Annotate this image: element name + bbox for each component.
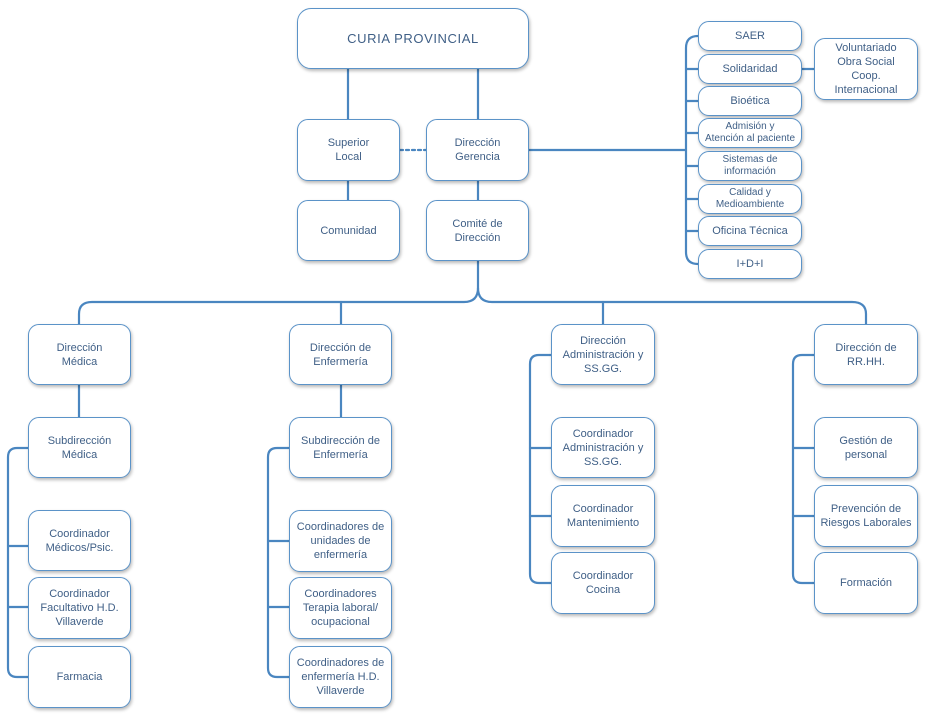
node-gestion-personal: Gestión de personal <box>814 417 918 478</box>
node-calidad-medioambiente: Calidad y Medioambiente <box>698 184 802 214</box>
node-formacion: Formación <box>814 552 918 614</box>
node-oficina-tecnica: Oficina Técnica <box>698 216 802 246</box>
node-direccion-administracion: Dirección Administración y SS.GG. <box>551 324 655 385</box>
node-subdireccion-medica: Subdirección Médica <box>28 417 131 478</box>
node-comite-direccion: Comité de Dirección <box>426 200 529 261</box>
node-solidaridad: Solidaridad <box>698 54 802 84</box>
node-coord-unidades: Coordinadores de unidades de enfermería <box>289 510 392 572</box>
node-coord-medicos: Coordinador Médicos/Psic. <box>28 510 131 571</box>
node-coord-enfermeria-hd: Coordinadores de enfermería H.D. Villave… <box>289 646 392 708</box>
node-subdireccion-enfermeria: Subdirección de Enfermería <box>289 417 392 478</box>
node-coord-cocina: Coordinador Cocina <box>551 552 655 614</box>
node-coord-mantenimiento: Coordinador Mantenimiento <box>551 485 655 547</box>
node-sistemas-informacion: Sistemas de información <box>698 151 802 181</box>
node-superior-local: Superior Local <box>297 119 400 181</box>
node-direccion-enfermeria: Dirección de Enfermería <box>289 324 392 385</box>
node-curia-provincial: CURIA PROVINCIAL <box>297 8 529 69</box>
node-bioetica: Bioética <box>698 86 802 116</box>
node-admision: Admisión y Atención al paciente <box>698 118 802 148</box>
node-coord-terapia: Coordinadores Terapia laboral/ ocupacion… <box>289 577 392 639</box>
node-coord-facultativo: Coordinador Facultativo H.D. Villaverde <box>28 577 131 639</box>
node-direccion-gerencia: Dirección Gerencia <box>426 119 529 181</box>
node-farmacia: Farmacia <box>28 646 131 708</box>
node-prevencion-riesgos: Prevención de Riesgos Laborales <box>814 485 918 547</box>
node-direccion-rrhh: Dirección de RR.HH. <box>814 324 918 385</box>
node-coord-administracion: Coordinador Administración y SS.GG. <box>551 417 655 478</box>
node-idi: I+D+I <box>698 249 802 279</box>
node-saer: SAER <box>698 21 802 51</box>
node-direccion-medica: Dirección Médica <box>28 324 131 385</box>
node-voluntariado: Voluntariado Obra Social Coop. Internaci… <box>814 38 918 100</box>
node-comunidad: Comunidad <box>297 200 400 261</box>
